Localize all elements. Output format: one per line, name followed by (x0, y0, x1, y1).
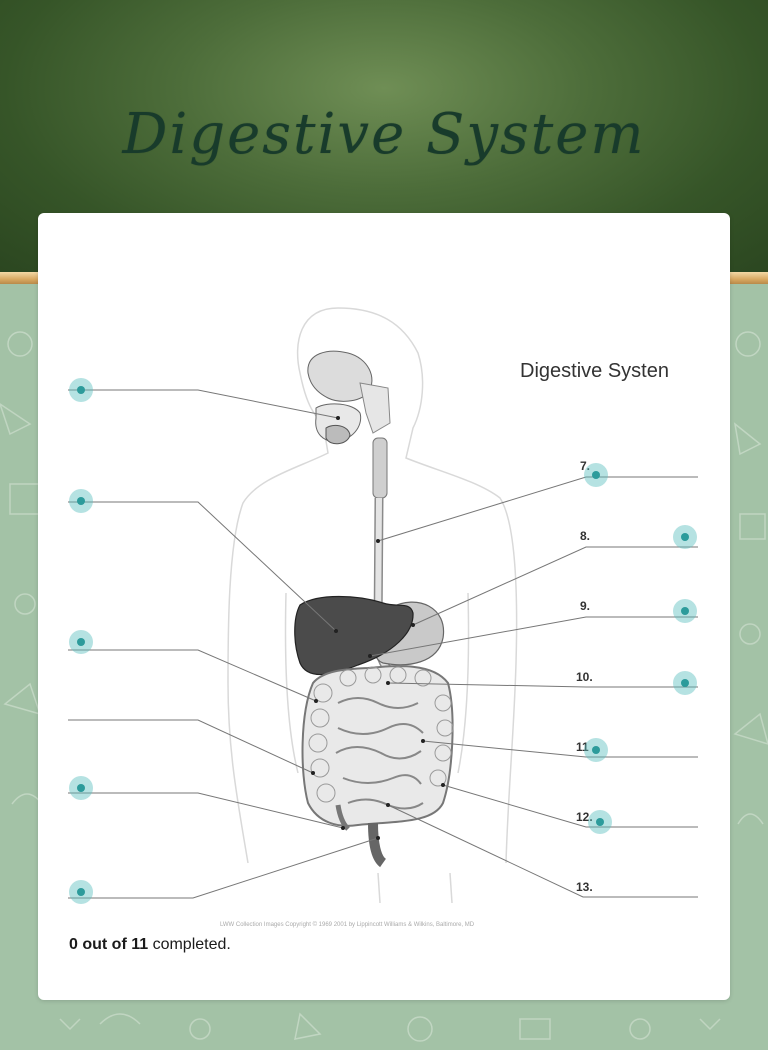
hotspot-left-2[interactable] (69, 489, 93, 513)
hotspot-right-10[interactable] (673, 671, 697, 695)
large-intestine (301, 665, 454, 827)
hotspot-left-1[interactable] (69, 378, 93, 402)
hotspot-left-4[interactable] (69, 776, 93, 800)
hotspot-right-12[interactable] (588, 810, 612, 834)
diagram-card: Digestive Systen 7. 8. 9. 10. 11 (38, 213, 730, 1000)
label-number-7: 7. (580, 459, 590, 473)
small-intestine (335, 697, 424, 810)
hotspot-right-9[interactable] (673, 599, 697, 623)
hotspot-right-7[interactable] (584, 463, 608, 487)
diagram-heading: Digestive Systen (520, 360, 669, 382)
hotspot-right-11[interactable] (584, 738, 608, 762)
progress-status: 0 out of 11 completed. (69, 936, 231, 954)
label-number-12: 12. (576, 810, 593, 824)
label-number-8: 8. (580, 529, 590, 543)
image-credit: LWW Collection Images Copyright © 1969 2… (220, 921, 475, 928)
label-number-10: 10. (576, 670, 593, 684)
digestive-system-diagram: Digestive Systen 7. 8. 9. 10. 11 (68, 307, 698, 928)
progress-suffix: completed. (148, 936, 231, 953)
head-structures (307, 350, 391, 499)
progress-count: 0 out of 11 (69, 936, 149, 953)
hotspot-left-3[interactable] (69, 630, 93, 654)
rectum (368, 822, 387, 868)
label-number-11: 11 (576, 740, 589, 754)
body-outline (227, 307, 518, 904)
page-title: Digestive System (122, 102, 646, 167)
hotspot-left-5[interactable] (69, 880, 93, 904)
appendix (335, 804, 350, 831)
left-leader-lines (68, 389, 379, 899)
doodle-pattern-icon (0, 331, 768, 1042)
right-leader-lines (369, 476, 698, 898)
liver (294, 595, 414, 676)
label-number-13: 13. (576, 880, 593, 894)
label-number-9: 9. (580, 599, 590, 613)
hotspot-right-8[interactable] (673, 525, 697, 549)
